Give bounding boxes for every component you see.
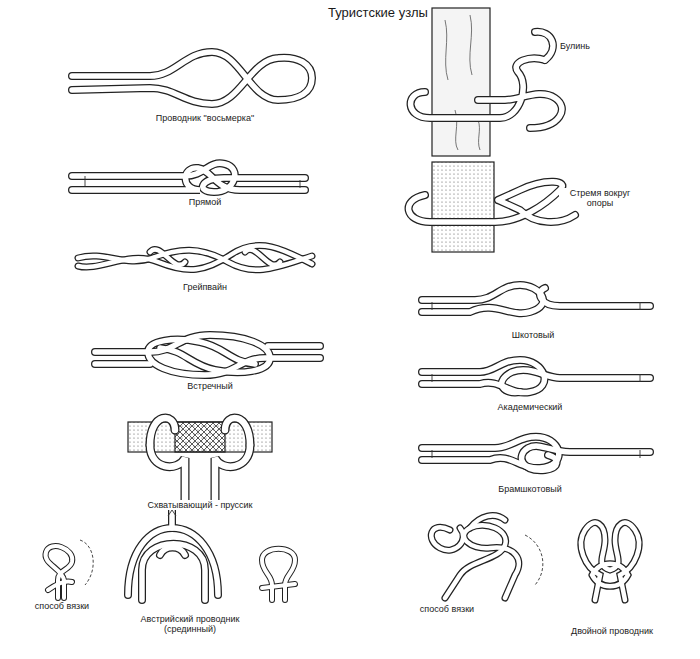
knot-name: Академический — [497, 402, 564, 412]
diagram-title: Туристские узлы — [327, 6, 429, 21]
knot-name: Стремя вокруг опоры — [559, 188, 641, 209]
tree-trunk — [432, 162, 494, 252]
knot-name: Грейпвайн — [182, 282, 228, 292]
knot-name: Прямой — [188, 197, 222, 207]
knot-name: Брамшкотовый — [497, 484, 562, 494]
knot-name: Шкотовый — [511, 330, 555, 340]
method-note: способ вязки — [419, 604, 475, 614]
knot-name: Булинь — [559, 41, 591, 51]
knot-name: Встречный — [186, 381, 234, 391]
knot-name: Австрийский проводник (срединный) — [114, 614, 266, 635]
direction-marks — [80, 176, 640, 585]
method-note: способ вязки — [34, 601, 90, 611]
knot-name: Схватывающий - пруссик — [146, 500, 253, 510]
tree-trunk — [432, 8, 490, 156]
knot-name: Двойной проводник — [570, 626, 654, 636]
knot-name: Проводник "восьмерка" — [155, 113, 255, 123]
rope-knots — [45, 32, 650, 600]
